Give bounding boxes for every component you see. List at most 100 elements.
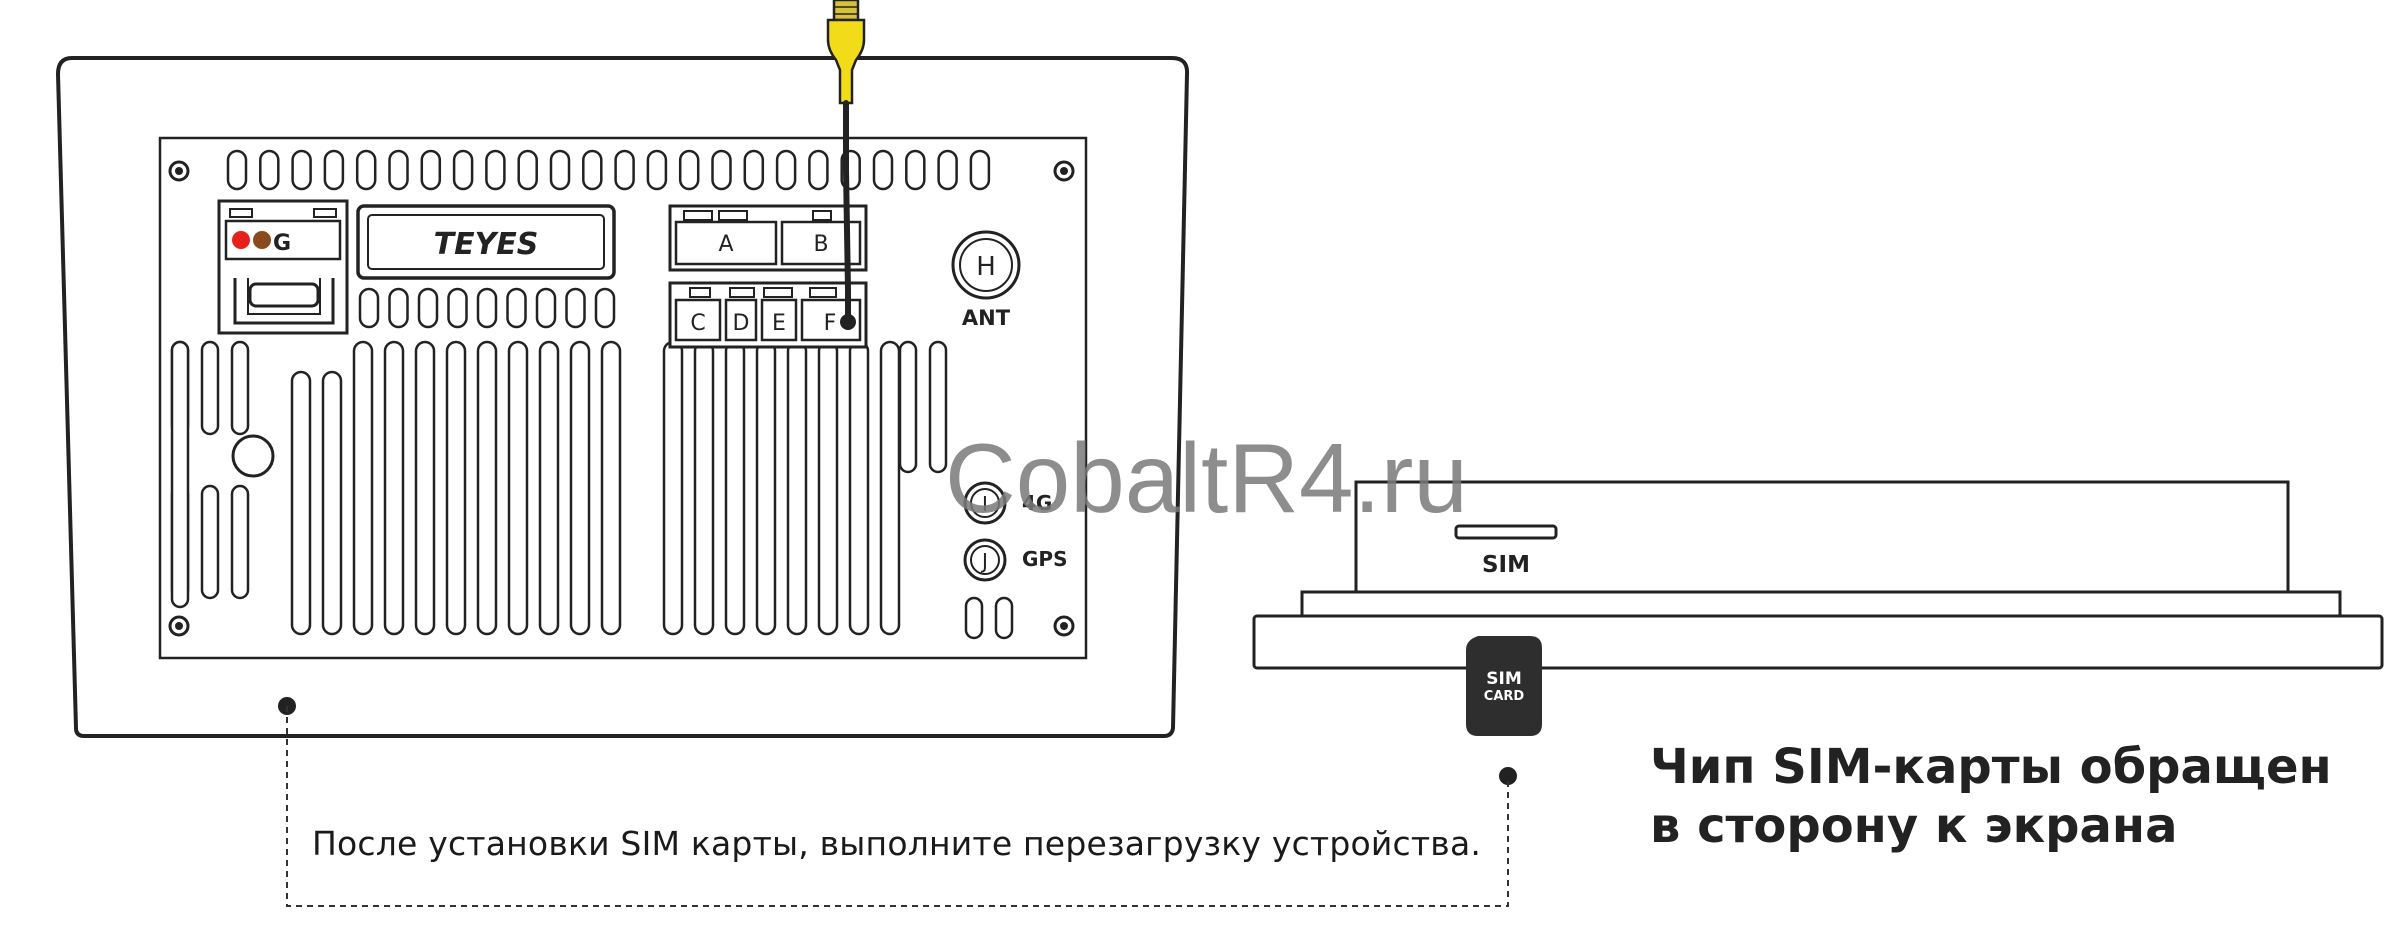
vent-slot [535,287,557,329]
sim-slot-label: SIM [1482,552,1530,578]
vent-slot [755,340,777,636]
top-vent-slots [226,149,991,191]
vent-slot [549,149,571,191]
antenna-h-label: ANT [962,306,1011,330]
restart-note: После установки SIM карты, выполните пер… [312,824,1482,863]
vent-slot [420,149,442,191]
connector-g: G [217,199,349,335]
connector-g-label: G [273,231,291,256]
vent-slot [678,149,700,191]
vent-slot [506,287,527,329]
led-brown [253,231,271,249]
connector-c-label: C [690,311,705,336]
vent-slot [507,340,529,636]
vent-slot [323,149,345,191]
antenna-i-letter: I [982,492,988,516]
round-port [231,434,275,478]
vent-slot [565,287,586,329]
vent-slot [898,340,918,474]
vent-slot [388,149,409,191]
vent-slot [848,340,870,636]
vent-slot [417,287,439,329]
vent-slot [355,149,377,191]
vent-slot [321,370,343,636]
vent-slot [905,149,926,191]
vent-slot [383,340,405,636]
sim-card-icon: SIM CARD [1466,636,1542,736]
connector-a-label: A [718,232,733,257]
antenna-h-letter: H [976,252,996,282]
brand-plate: TEYES [356,204,616,280]
sim-heading-line-2: в сторону к экрана [1650,798,2178,854]
callout-dashed-line [278,697,1517,907]
vent-slot [388,287,409,329]
vent-slot [230,484,250,600]
sim-card-label-2: CARD [1484,689,1525,704]
vent-slot [817,340,839,636]
vent-slot [259,149,280,191]
antenna-gps-label: GPS [1022,547,1067,571]
vent-slot [594,287,616,329]
screw-icon [1053,615,1075,637]
vent-slot [662,340,684,636]
connector-e-label: E [772,311,786,336]
vent-slot [452,149,474,191]
vent-slot [808,149,829,191]
sim-orientation-heading: Чип SIM-карты обращен в сторону к экрана [1650,738,2332,856]
vent-slot [538,340,560,636]
antenna-h-port: H ANT [951,230,1021,330]
vent-slot [358,287,380,329]
connector-cdef: C D E F [668,281,868,349]
sim-slot [1454,524,1558,540]
middle-vent-slots [358,287,616,329]
vent-slot [775,149,797,191]
vent-slot [200,340,220,436]
vent-slot [994,596,1014,640]
vent-slot [226,149,248,191]
vent-slot [614,149,635,191]
sim-heading-line-1: Чип SIM-карты обращен [1650,739,2332,795]
vent-slot [170,340,190,609]
brand-logo: TEYES [434,227,539,262]
led-red [232,231,250,249]
vent-slot [964,596,984,640]
antenna-j-letter: J [980,549,988,573]
vent-slot [937,149,958,191]
vent-slot [786,340,808,636]
connector-b-label: B [813,232,828,257]
screw-icon [168,615,190,637]
vent-slot [200,484,220,600]
connector-ab: A B [668,204,868,272]
vent-slot [872,149,894,191]
connector-d-label: D [733,311,750,336]
vent-slot [711,149,732,191]
vent-slot [485,149,506,191]
vent-slot [928,340,948,474]
connector-f-label: F [824,311,837,336]
vent-slot [646,149,668,191]
antenna-4g-label: 4G [1022,491,1052,515]
screw-icon [1053,160,1075,182]
vent-slot [290,370,312,636]
vent-slot [724,340,746,636]
antenna-4g-port: I 4G [963,481,1052,525]
vent-slot [517,149,538,191]
vent-slot [476,287,498,329]
vent-slot [476,340,498,636]
vent-slot [291,149,312,191]
vent-slot [693,340,715,636]
lower-vent-slots [170,340,1014,640]
sim-card-label-1: SIM [1486,669,1522,689]
vent-slot [230,340,250,436]
antenna-gps-port: J GPS [963,538,1067,582]
vent-slot [600,340,622,636]
watermark-text: CobaltR4.ru [945,423,1468,533]
vent-slot [969,149,991,191]
vent-slot [414,340,436,636]
rca-cable [826,0,866,330]
vent-slot [879,340,901,636]
vent-slot [569,340,591,636]
screw-icon [168,160,190,182]
vent-slot [582,149,603,191]
